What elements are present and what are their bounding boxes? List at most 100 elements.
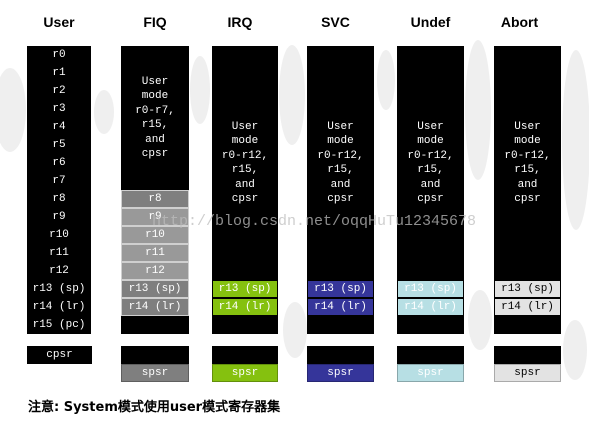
fiq-spsr-register: spsr — [121, 364, 189, 382]
fiq-mode-column: FIQ User mode r0-r7, r15, and cpsr r8 r9… — [121, 0, 189, 390]
fiq-cpsr-slot — [121, 346, 189, 364]
shared-note-line: cpsr — [417, 193, 444, 205]
shared-note-line: mode — [141, 90, 169, 102]
register-r5: r5 — [52, 139, 66, 151]
undef-spsr-register: spsr — [397, 364, 464, 382]
shared-note-line: mode — [327, 135, 354, 147]
register-r11: r11 — [49, 247, 69, 259]
undef-mode-column: Undef User mode r0-r12, r15, and cpsr r1… — [397, 0, 464, 390]
shared-note-line: and — [517, 178, 538, 191]
svc-cpsr-slot — [307, 346, 374, 364]
shared-note-line: User — [141, 75, 169, 88]
undef-banked-r13-sp: r13 (sp) — [397, 280, 464, 298]
fiq-banked-r13-sp: r13 (sp) — [121, 280, 189, 298]
abort-banked-r13-sp: r13 (sp) — [494, 280, 561, 298]
register-r12: r12 — [49, 265, 69, 277]
user-register-bank: r0 r1 r2 r3 r4 r5 r6 r7 r8 r9 r10 r11 r1… — [27, 46, 91, 334]
fiq-banked-r12: r12 — [121, 262, 189, 280]
shared-note-line: r0-r12, — [317, 149, 364, 162]
cpsr-register: cpsr — [27, 346, 92, 364]
bank-spacer — [121, 316, 189, 334]
shared-note-line: and — [330, 178, 351, 191]
register-r9: r9 — [52, 211, 66, 223]
undef-cpsr-slot — [397, 346, 464, 364]
irq-cpsr-slot — [212, 346, 278, 364]
abort-mode-column: Abort User mode r0-r12, r15, and cpsr r1… — [494, 0, 561, 390]
shared-note-line: r15, — [417, 164, 444, 176]
fiq-register-bank: User mode r0-r7, r15, and cpsr r8 r9 r10… — [121, 46, 189, 334]
mode-header-user: User — [43, 14, 75, 30]
fiq-banked-r9: r9 — [121, 208, 189, 226]
user-mode-column: User r0 r1 r2 r3 r4 r5 r6 r7 r8 r9 r10 r… — [27, 0, 92, 390]
irq-banked-r13-sp: r13 (sp) — [212, 280, 278, 298]
shared-note-line: r15, — [141, 119, 169, 131]
shared-note-line: User — [514, 120, 541, 133]
svc-mode-column: SVC User mode r0-r12, r15, and cpsr r13 … — [307, 0, 374, 390]
irq-mode-column: IRQ User mode r0-r12, r15, and cpsr r13 … — [212, 0, 278, 390]
shared-note-line: r15, — [231, 164, 259, 176]
mode-header-fiq: FIQ — [143, 14, 167, 30]
fiq-banked-r14-lr: r14 (lr) — [121, 298, 189, 316]
shared-note-line: User — [231, 120, 259, 133]
fiq-banked-r8: r8 — [121, 190, 189, 208]
fiq-banked-r11: r11 — [121, 244, 189, 262]
mode-header-abort: Abort — [500, 14, 539, 30]
shared-note-line: and — [235, 178, 255, 191]
abort-spsr-register: spsr — [494, 364, 561, 382]
undef-banked-r14-lr: r14 (lr) — [397, 298, 464, 316]
register-r7: r7 — [52, 175, 66, 187]
register-r0: r0 — [52, 49, 66, 61]
svc-banked-r13-sp: r13 (sp) — [307, 280, 374, 298]
shared-note-line: r0-r12, — [407, 149, 454, 162]
abort-banked-r14-lr: r14 (lr) — [494, 298, 561, 316]
shared-note-line: mode — [417, 135, 444, 147]
mode-header-svc: SVC — [321, 14, 350, 30]
register-r15-pc: r15 (pc) — [32, 319, 86, 331]
bank-spacer — [212, 316, 278, 334]
register-r1: r1 — [52, 67, 66, 79]
shared-note-line: r15, — [514, 164, 541, 176]
svc-register-bank: User mode r0-r12, r15, and cpsr r13 (sp)… — [307, 46, 374, 334]
fiq-banked-r10: r10 — [121, 226, 189, 244]
shared-note-line: mode — [231, 135, 259, 147]
shared-note-line: cpsr — [231, 193, 259, 205]
register-r2: r2 — [52, 85, 66, 97]
shared-note-line: cpsr — [327, 193, 354, 205]
irq-shared-registers-note: User mode r0-r12, r15, and cpsr — [212, 46, 278, 280]
register-r13-sp: r13 (sp) — [32, 283, 86, 295]
footnote: 注意: System模式使用user模式寄存器集 — [28, 400, 281, 415]
svc-shared-registers-note: User mode r0-r12, r15, and cpsr — [307, 46, 374, 280]
shared-note-line: User — [417, 120, 444, 133]
abort-cpsr-slot — [494, 346, 561, 364]
shared-note-line: r15, — [327, 164, 354, 176]
shared-note-line: and — [145, 133, 165, 146]
register-r4: r4 — [52, 121, 66, 133]
undef-register-bank: User mode r0-r12, r15, and cpsr r13 (sp)… — [397, 46, 464, 334]
shared-note-line: r0-r12, — [504, 149, 551, 162]
undef-shared-registers-note: User mode r0-r12, r15, and cpsr — [397, 46, 464, 280]
mode-header-irq: IRQ — [227, 14, 253, 30]
shared-note-line: User — [327, 120, 354, 133]
register-r8: r8 — [52, 193, 66, 205]
irq-spsr-register: spsr — [212, 364, 278, 382]
abort-register-bank: User mode r0-r12, r15, and cpsr r13 (sp)… — [494, 46, 561, 334]
irq-register-bank: User mode r0-r12, r15, and cpsr r13 (sp)… — [212, 46, 278, 334]
shared-note-line: mode — [514, 135, 541, 147]
fiq-shared-registers-note: User mode r0-r7, r15, and cpsr — [121, 46, 189, 190]
register-r6: r6 — [52, 157, 66, 169]
svc-spsr-register: spsr — [307, 364, 374, 382]
bank-spacer — [494, 316, 561, 334]
bank-spacer — [397, 316, 464, 334]
shared-note-line: r0-r12, — [221, 149, 269, 162]
mode-header-undef: Undef — [410, 14, 451, 30]
shared-note-line: r0-r7, — [135, 104, 175, 117]
abort-shared-registers-note: User mode r0-r12, r15, and cpsr — [494, 46, 561, 280]
shared-note-line: cpsr — [514, 193, 541, 205]
irq-banked-r14-lr: r14 (lr) — [212, 298, 278, 316]
register-r10: r10 — [49, 229, 69, 241]
svc-banked-r14-lr: r14 (lr) — [307, 298, 374, 316]
register-r3: r3 — [52, 103, 66, 115]
shared-note-line: and — [420, 178, 441, 191]
